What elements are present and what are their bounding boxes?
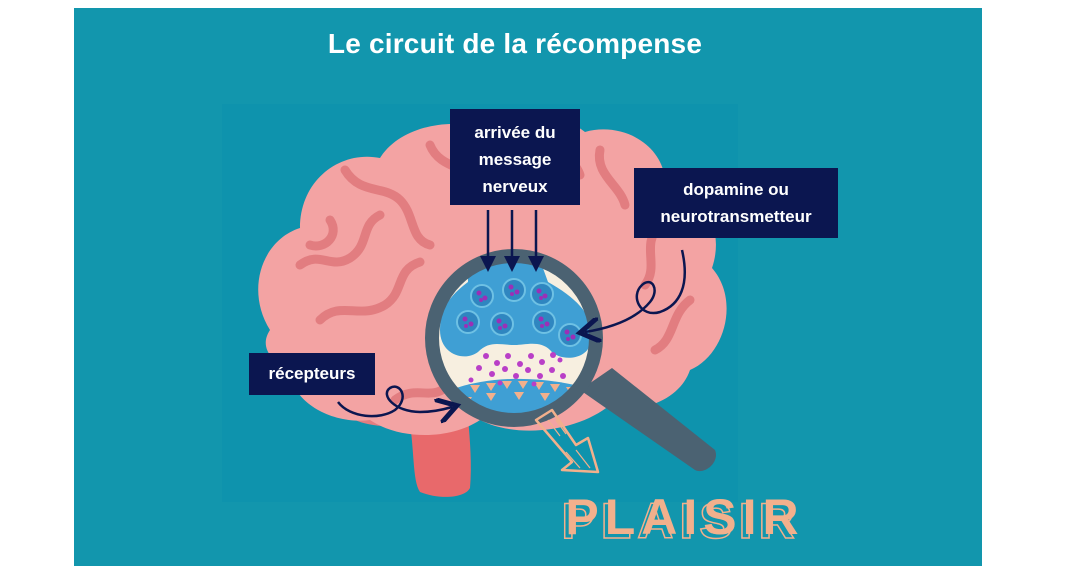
label-dopamine-line-1: dopamine ou <box>644 176 828 203</box>
label-arrivee-line-2: message <box>460 146 570 173</box>
label-arrivee-line-3: nerveux <box>460 173 570 200</box>
label-arrivee-line-1: arrivée du <box>460 119 570 146</box>
label-dopamine: dopamine ou neurotransmetteur <box>634 168 838 238</box>
plaisir-word: PLAISIR PLAISIR <box>561 489 804 549</box>
plaisir-text: PLAISIR <box>565 489 804 545</box>
label-recepteurs-text: récepteurs <box>259 360 365 387</box>
label-recepteurs: récepteurs <box>249 353 375 395</box>
diagram-title: Le circuit de la récompense <box>0 28 1030 60</box>
label-dopamine-line-2: neurotransmetteur <box>644 203 828 230</box>
label-arrivee-message: arrivée du message nerveux <box>450 109 580 205</box>
